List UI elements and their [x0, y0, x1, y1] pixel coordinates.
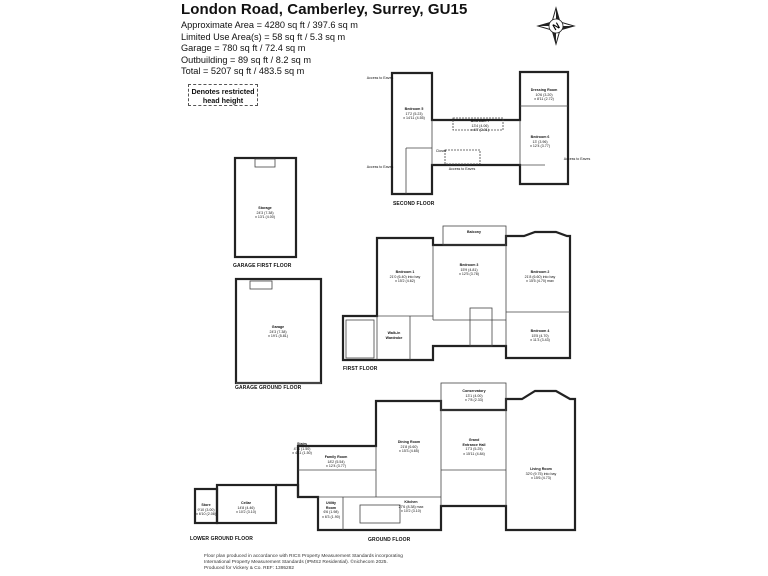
restricted-height-legend: Denotes restricted head height — [188, 84, 258, 106]
area-approximate: Approximate Area = 4280 sq ft / 397.6 sq… — [181, 20, 358, 30]
area-limited-use: Limited Use Area(s) = 58 sq ft / 5.3 sq … — [181, 31, 346, 42]
cellar-outline — [215, 483, 278, 525]
eaves-access-3: Access to Eaves — [448, 167, 476, 171]
north-compass-icon: N — [536, 6, 576, 46]
footer-line: Floor plan produced in accordance with R… — [204, 554, 403, 559]
eaves-access-1: Access to Eaves — [366, 76, 394, 80]
second-floor-label: SECOND FLOOR — [393, 201, 435, 207]
room-closet: Closet — [435, 149, 447, 153]
room-balcony: Balcony — [467, 230, 481, 234]
footer-disclaimer: Floor plan produced in accordance with R… — [204, 554, 403, 573]
ground-floor-label: GROUND FLOOR — [368, 537, 411, 543]
garage-ground-floor-label: GARAGE GROUND FLOOR — [235, 385, 302, 391]
area-garage: Garage = 780 sq ft / 72.4 sq m — [181, 43, 306, 54]
compass-letter: N — [551, 20, 562, 32]
eaves-access-4: Access to Eaves — [563, 157, 591, 161]
page-title: London Road, Camberley, Surrey, GU15 — [181, 1, 468, 18]
garage-first-floor-label: GARAGE FIRST FLOOR — [233, 263, 292, 269]
footer-line: Produced for Vickery & Co. REF: 1395282 — [204, 566, 295, 572]
garage-first-floor-outline — [233, 156, 298, 259]
area-summary: Approximate Area = 4280 sq ft / 397.6 sq… — [181, 20, 358, 78]
lower-stairs-outline — [276, 483, 300, 497]
eaves-access-2: Access to Eaves — [366, 165, 394, 169]
area-outbuilding: Outbuilding = 89 sq ft / 8.2 sq m — [181, 54, 311, 65]
lower-ground-floor-label: LOWER GROUND FLOOR — [190, 536, 253, 542]
area-total: Total = 5207 sq ft / 483.5 sq m — [181, 66, 305, 77]
footer-line: International Property Measurement Stand… — [204, 560, 388, 566]
first-floor-label: FIRST FLOOR — [343, 366, 378, 372]
